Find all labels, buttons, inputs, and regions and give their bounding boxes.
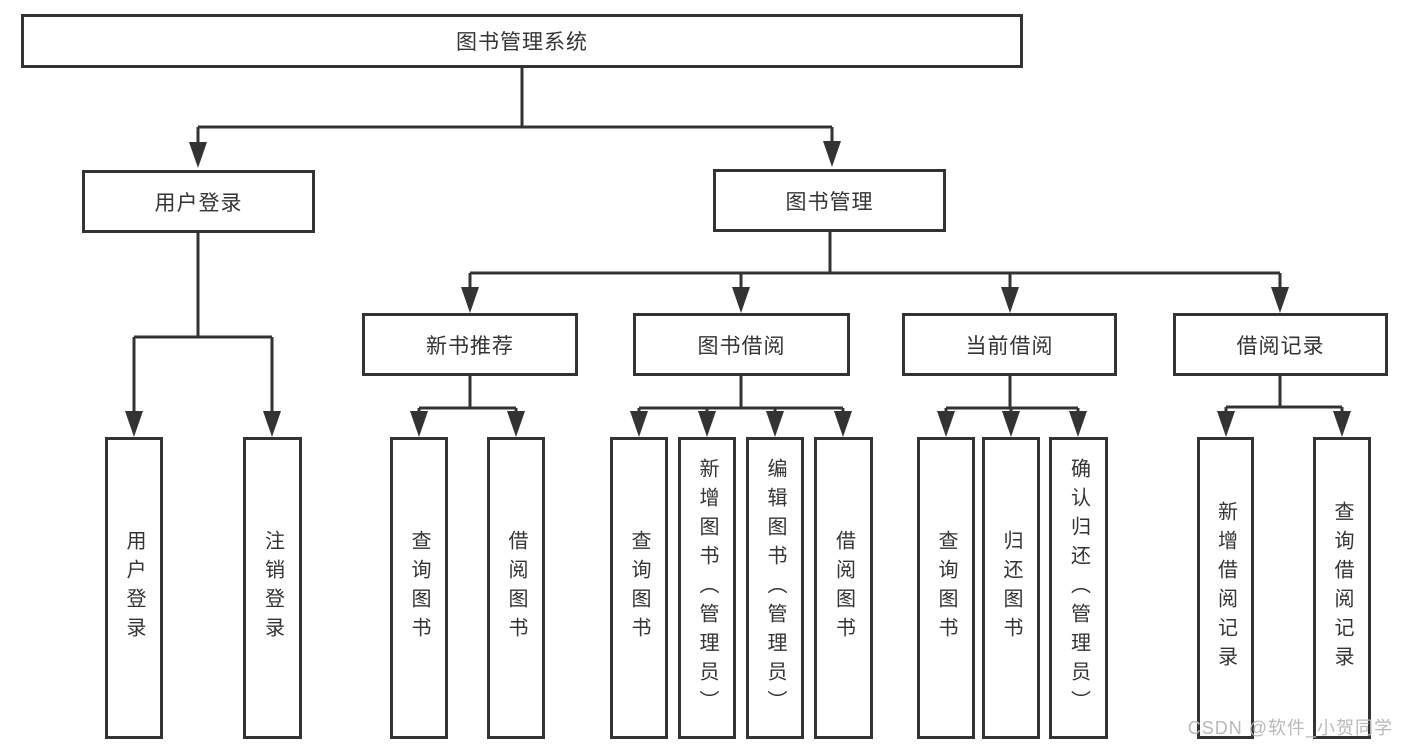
node-label: 图书借阅 [697, 334, 786, 358]
leaf-query-books-recommend: 查询图书 [390, 437, 448, 739]
leaf-logout: 注销登录 [243, 437, 302, 739]
node-label: 确认归还（管理员） [1067, 457, 1090, 719]
leaf-add-borrow-record: 新增借阅记录 [1197, 437, 1254, 739]
node-label: 图书管理系统 [456, 31, 588, 54]
leaf-user-login: 用户登录 [105, 437, 163, 739]
node-new-book-recommend: 新书推荐 [362, 313, 578, 376]
node-label: 借阅图书 [505, 530, 527, 646]
leaf-query-books-borrowing: 查询图书 [610, 437, 668, 739]
node-label: 查询借阅记录 [1331, 501, 1353, 675]
node-label: 用户登录 [154, 191, 243, 215]
node-root-system: 图书管理系统 [21, 14, 1023, 68]
arrowhead-icons [125, 141, 1351, 437]
node-label: 查询图书 [935, 530, 957, 646]
node-current-borrowing: 当前借阅 [902, 313, 1117, 376]
node-label: 借阅图书 [832, 530, 855, 646]
node-label: 借阅记录 [1236, 334, 1325, 358]
node-book-management: 图书管理 [713, 169, 946, 232]
node-label: 查询图书 [408, 530, 430, 646]
node-label: 新增图书（管理员） [696, 457, 718, 719]
leaf-query-borrow-record: 查询借阅记录 [1313, 437, 1371, 739]
node-label: 用户登录 [123, 530, 145, 646]
node-label: 图书管理 [785, 190, 874, 214]
node-label: 归还图书 [1000, 530, 1022, 646]
node-label: 注销登录 [261, 530, 284, 646]
node-book-borrowing: 图书借阅 [633, 313, 850, 376]
node-label: 查询图书 [628, 530, 650, 646]
node-label: 当前借阅 [965, 334, 1054, 358]
leaf-confirm-return-admin: 确认归还（管理员） [1049, 437, 1108, 739]
leaf-borrow-books: 借阅图书 [814, 437, 873, 739]
leaf-return-books: 归还图书 [982, 437, 1040, 739]
node-user-login: 用户登录 [82, 170, 315, 233]
csdn-watermark: CSDN @软件_小贺同学 [1187, 718, 1393, 738]
leaf-query-books-current: 查询图书 [917, 437, 975, 739]
node-label: 编辑图书（管理员） [764, 457, 786, 719]
leaf-add-book-admin: 新增图书（管理员） [678, 437, 736, 739]
leaf-borrow-books-recommend: 借阅图书 [487, 437, 545, 739]
node-label: 新增借阅记录 [1214, 501, 1237, 675]
leaf-edit-book-admin: 编辑图书（管理员） [746, 437, 804, 739]
node-borrowing-records: 借阅记录 [1173, 313, 1388, 376]
node-label: 新书推荐 [426, 334, 514, 358]
